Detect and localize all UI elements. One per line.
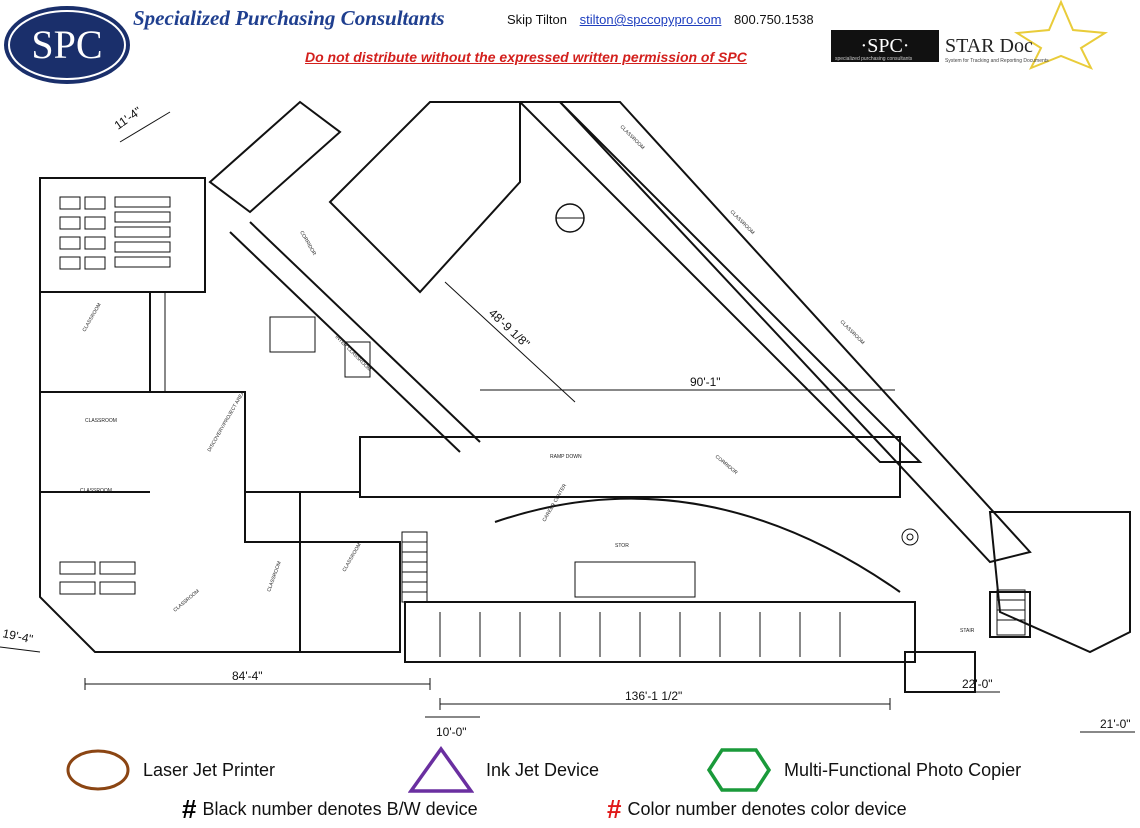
room-label: CLASSROOM <box>342 542 363 573</box>
legend-bw-note: # Black number denotes B/W device <box>182 796 478 822</box>
distribution-warning: Do not distribute without the expressed … <box>305 49 747 65</box>
room-label: CLASSROOM <box>172 588 200 613</box>
room-label: RAMP DOWN <box>550 454 582 460</box>
room-label: CLASSROOM <box>82 302 103 333</box>
contact-email-link[interactable]: stilton@spccopypro.com <box>579 12 722 27</box>
room-label: DISCOVERY/PROJECT AREA <box>207 390 247 453</box>
center-diagonal-wall <box>517 101 923 463</box>
south-offices <box>404 601 916 663</box>
right-wing <box>557 101 1032 564</box>
room-label: CORRIDOR <box>298 230 317 257</box>
svg-text:System for Tracking and Report: System for Tracking and Reporting Docume… <box>945 58 1049 64</box>
dim-label: 11'-4" <box>112 104 144 132</box>
legend-shapes: Laser Jet Printer Ink Jet Device Multi-F… <box>0 746 1140 794</box>
logo-text: SPC <box>31 22 102 67</box>
left-wing-outline <box>39 177 401 653</box>
inkjet-triangle-icon <box>408 746 474 793</box>
room-label: CLASSROOM <box>80 488 112 494</box>
spc-logo: SPC <box>4 6 130 84</box>
contact-phone: 800.750.1538 <box>734 12 814 27</box>
room-label: CLASSROOM <box>266 561 283 593</box>
legend-notes: # Black number denotes B/W device # Colo… <box>0 796 1140 826</box>
top-left-wing <box>208 100 342 214</box>
room-label: INTER CLASSROOM <box>334 334 372 372</box>
color-hash-icon: # <box>607 794 622 824</box>
legend-mfp-label: Multi-Functional Photo Copier <box>784 759 1022 780</box>
bw-note-label: Black number denotes B/W device <box>202 798 478 819</box>
room-label: CLASSROOM <box>85 418 117 424</box>
svg-text:·SPC·: ·SPC· <box>861 35 910 57</box>
legend-mfp: Multi-Functional Photo Copier <box>706 747 1021 793</box>
room-label: STOR <box>615 543 629 549</box>
stardoc-logo: ·SPC· specialized purchasing consultants… <box>831 0 1109 70</box>
legend-laser-label: Laser Jet Printer <box>143 759 276 780</box>
laser-ellipse-icon <box>66 749 130 791</box>
dim-label: 90'-1" <box>690 375 721 389</box>
legend-color-note: # Color number denotes color device <box>607 796 907 822</box>
svg-text:specialized purchasing consult: specialized purchasing consultants <box>835 56 913 62</box>
dim-label: 19'-4" <box>1 626 34 646</box>
dim-label: 136'-1 1/2" <box>625 689 682 703</box>
mfp-hexagon-icon <box>706 748 772 792</box>
room-label: CLASSROOM <box>729 209 756 236</box>
legend-inkjet-label: Ink Jet Device <box>486 759 600 780</box>
dim-label: 10'-0" <box>436 725 467 739</box>
room-label: STAIR <box>960 628 975 634</box>
room-label: CLASSROOM <box>839 319 866 346</box>
legend-laser: Laser Jet Printer <box>65 748 275 792</box>
header: SPC Specialized Purchasing Consultants S… <box>0 0 1140 94</box>
dim-label: 48'-9 1/8" <box>486 306 533 351</box>
company-name: Specialized Purchasing Consultants <box>133 6 445 30</box>
room-label: CORRIDOR <box>714 454 739 476</box>
dim-label: 84'-4" <box>232 669 263 683</box>
room-label: CAREER CENTER <box>542 483 569 523</box>
color-note-label: Color number denotes color device <box>627 798 907 819</box>
room-label: CLASSROOM <box>619 124 646 151</box>
dim-label: 21'-0" <box>1100 717 1131 731</box>
bw-hash-icon: # <box>182 794 197 824</box>
lab-wing <box>328 101 521 294</box>
stardoc-title: STAR Doc <box>945 35 1033 57</box>
contact-name: Skip Tilton <box>507 12 567 27</box>
dim-label: 22'-0" <box>962 677 993 691</box>
curved-corridor-wall <box>494 497 901 593</box>
contact-info: Skip Tilton stilton@spccopypro.com 800.7… <box>507 12 823 27</box>
floor-plan: 11'-4" 48'-9 1/8" 90'-1" 19'-4" 84'-4" 1… <box>0 100 1135 739</box>
east-wing <box>988 511 1131 654</box>
legend-inkjet: Ink Jet Device <box>408 746 599 794</box>
